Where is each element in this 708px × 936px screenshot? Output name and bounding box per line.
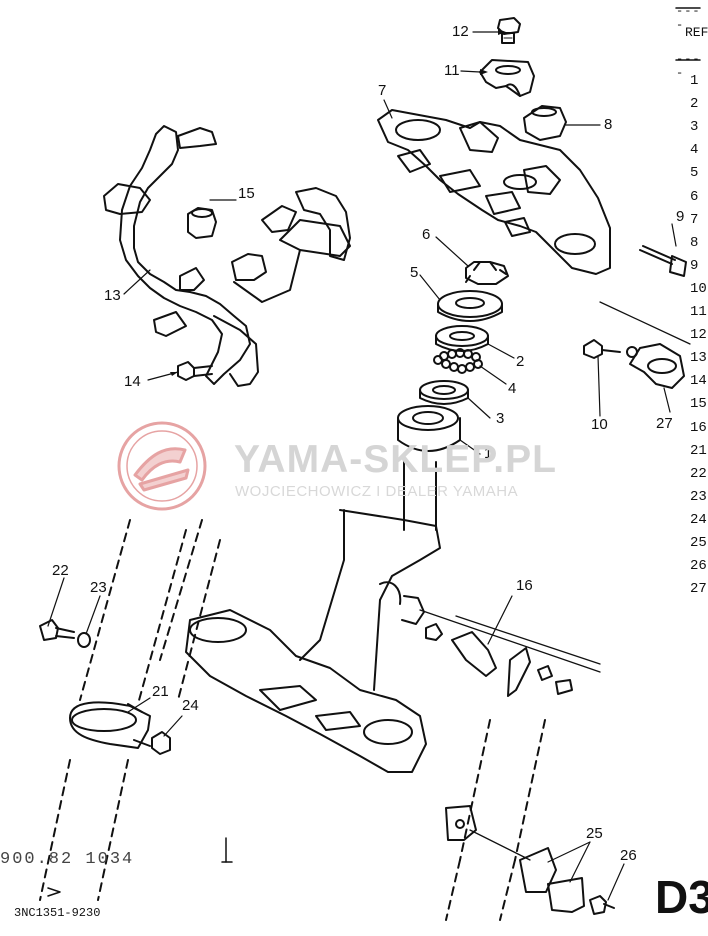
part-8-nut xyxy=(523,105,567,141)
ref-row: 26 xyxy=(690,558,707,575)
callout-24: 24 xyxy=(182,697,199,714)
watermark-brand: YAMA-SKLEP.PL xyxy=(234,438,557,481)
ref-row: 5 xyxy=(690,165,699,182)
callout-16: 16 xyxy=(516,577,533,594)
callout-25: 25 xyxy=(586,825,603,842)
part-3-race xyxy=(419,380,469,405)
part-11-cap xyxy=(479,59,535,97)
ref-row: 27 xyxy=(690,581,707,598)
part-6-lockwasher xyxy=(465,261,509,285)
callout-27: 27 xyxy=(656,415,673,432)
arrowheads xyxy=(170,29,506,376)
callout-3: 3 xyxy=(496,410,505,427)
ref-row: 22 xyxy=(690,465,707,482)
ref-row: 23 xyxy=(690,488,707,505)
part-12-bolt xyxy=(497,17,521,44)
stamp-text: 900.82 1034 xyxy=(0,850,135,869)
callout-2: 2 xyxy=(516,353,525,370)
callout-21: 21 xyxy=(152,683,169,700)
table-top-rule: ---- xyxy=(676,4,701,32)
part-7-upper-bracket xyxy=(377,109,611,275)
steering-stem-lower-bracket xyxy=(185,457,441,773)
ref-row: 24 xyxy=(690,511,707,528)
callout-7: 7 xyxy=(378,82,387,99)
callout-10: 10 xyxy=(591,416,608,433)
ref-row: 13 xyxy=(690,350,707,367)
part-15-grommet xyxy=(187,207,217,239)
part-5-nut xyxy=(437,290,503,322)
ref-row: 8 xyxy=(690,234,699,251)
ref-row: 2 xyxy=(690,96,699,113)
ref-row: 6 xyxy=(690,188,699,205)
part-9-bolt xyxy=(639,245,687,277)
callout-5: 5 xyxy=(410,264,419,281)
corner-marks xyxy=(47,7,701,897)
part-2-race xyxy=(435,325,489,352)
right-fork-tubes xyxy=(445,719,546,921)
part-14-bolt xyxy=(177,361,213,381)
ref-row: 3 xyxy=(690,119,699,136)
ref-row: 15 xyxy=(690,396,707,413)
ref-column-header: REF xyxy=(685,25,708,40)
ref-row: 12 xyxy=(690,327,707,344)
leader-lines xyxy=(47,31,677,901)
part-13-headlight-bracket xyxy=(103,125,351,387)
part-22-bolt xyxy=(39,619,75,641)
table-header-rule: ---- xyxy=(676,52,701,80)
part-26-screw xyxy=(589,895,615,915)
part-23-washer xyxy=(77,632,91,648)
part-21-fork-clamp xyxy=(69,701,151,749)
callout-22: 22 xyxy=(52,562,69,579)
ref-row: 7 xyxy=(690,211,699,228)
part-25-brackets xyxy=(445,805,585,913)
callout-6: 6 xyxy=(422,226,431,243)
yamaha-watermark-logo xyxy=(117,421,207,511)
callout-23: 23 xyxy=(90,579,107,596)
part-4-balls xyxy=(433,348,483,374)
callout-4: 4 xyxy=(508,380,517,397)
part-code: 3NC1351-9230 xyxy=(14,906,101,920)
ref-row: 4 xyxy=(690,142,699,159)
callout-26: 26 xyxy=(620,847,637,864)
callout-9: 9 xyxy=(676,208,685,225)
callout-14: 14 xyxy=(124,373,141,390)
part-1-bearing xyxy=(397,405,461,452)
ref-row: 21 xyxy=(690,442,707,459)
callout-13: 13 xyxy=(104,287,121,304)
left-fork-tubes xyxy=(39,519,221,901)
part-16-steering-lock xyxy=(401,595,601,697)
ref-row: 9 xyxy=(690,257,699,274)
callout-1: 1 xyxy=(484,445,493,462)
ref-row: 25 xyxy=(690,535,707,551)
ref-row: 1 xyxy=(690,73,699,89)
callout-11: 11 xyxy=(444,62,460,79)
page-code: D3 xyxy=(655,871,708,923)
ref-row: 11 xyxy=(690,304,707,320)
ref-row: 10 xyxy=(690,280,707,297)
part-10-screw-27-clamp xyxy=(583,301,691,389)
watermark-subtitle: WOJCIECHOWICZ I DEALER YAMAHA xyxy=(235,483,519,500)
callout-8: 8 xyxy=(604,116,613,133)
ref-row: 14 xyxy=(690,373,707,390)
callout-12: 12 xyxy=(452,23,469,40)
ref-row: 16 xyxy=(690,419,707,436)
part-24-nut xyxy=(151,731,171,755)
callout-15: 15 xyxy=(238,185,255,202)
